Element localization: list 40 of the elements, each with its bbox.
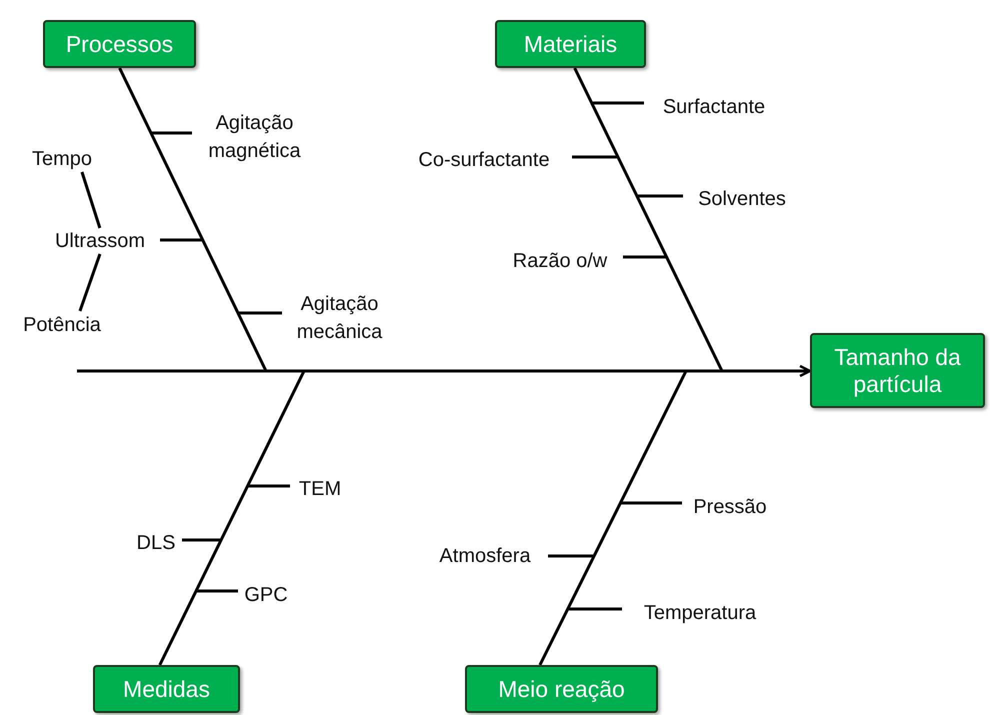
branch-line bbox=[568, 608, 622, 610]
category-box: Processos bbox=[43, 20, 196, 68]
branch-line bbox=[182, 538, 221, 542]
cause-label: DLS bbox=[136, 531, 176, 556]
cause-label: Solventes bbox=[698, 187, 786, 212]
branch-line bbox=[248, 484, 290, 488]
branch-line bbox=[548, 554, 594, 558]
cause-label: Razão o/w bbox=[512, 249, 608, 274]
branch-line bbox=[196, 590, 238, 592]
branch-line bbox=[238, 312, 282, 314]
cause-label: Tempo bbox=[32, 146, 92, 172]
branch-line bbox=[620, 502, 682, 504]
connector-line bbox=[80, 172, 102, 228]
cause-label: GPC bbox=[244, 583, 288, 608]
branch-line bbox=[572, 156, 617, 158]
branch-line bbox=[118, 67, 268, 372]
category-box: Medidas bbox=[93, 665, 240, 713]
cause-label: Agitação magnética bbox=[207, 111, 302, 164]
effect-box: Tamanho da partícula bbox=[810, 333, 985, 408]
cause-label: Agitação mecânica bbox=[296, 292, 384, 345]
branch-line bbox=[573, 67, 724, 372]
cause-label: Pressão bbox=[693, 495, 767, 520]
branch-line bbox=[636, 194, 683, 198]
cause-label: TEM bbox=[298, 477, 342, 502]
cause-label: Atmosfera bbox=[439, 544, 531, 569]
branch-line bbox=[160, 238, 202, 242]
category-box: Materiais bbox=[495, 20, 646, 68]
cause-label: Temperatura bbox=[644, 601, 756, 626]
cause-label: Surfactante bbox=[662, 95, 766, 120]
category-box: Meio reação bbox=[465, 665, 658, 713]
cause-label: Ultrassom bbox=[54, 229, 145, 254]
cause-label: Potência bbox=[23, 312, 101, 338]
branch-line bbox=[591, 102, 644, 104]
branch-line bbox=[538, 370, 688, 666]
branch-line bbox=[151, 132, 192, 134]
branch-line bbox=[623, 256, 666, 258]
connector-line bbox=[77, 364, 812, 378]
cause-label: Co-surfactante bbox=[418, 148, 550, 173]
connector-line bbox=[78, 254, 102, 312]
branch-line bbox=[158, 370, 306, 666]
